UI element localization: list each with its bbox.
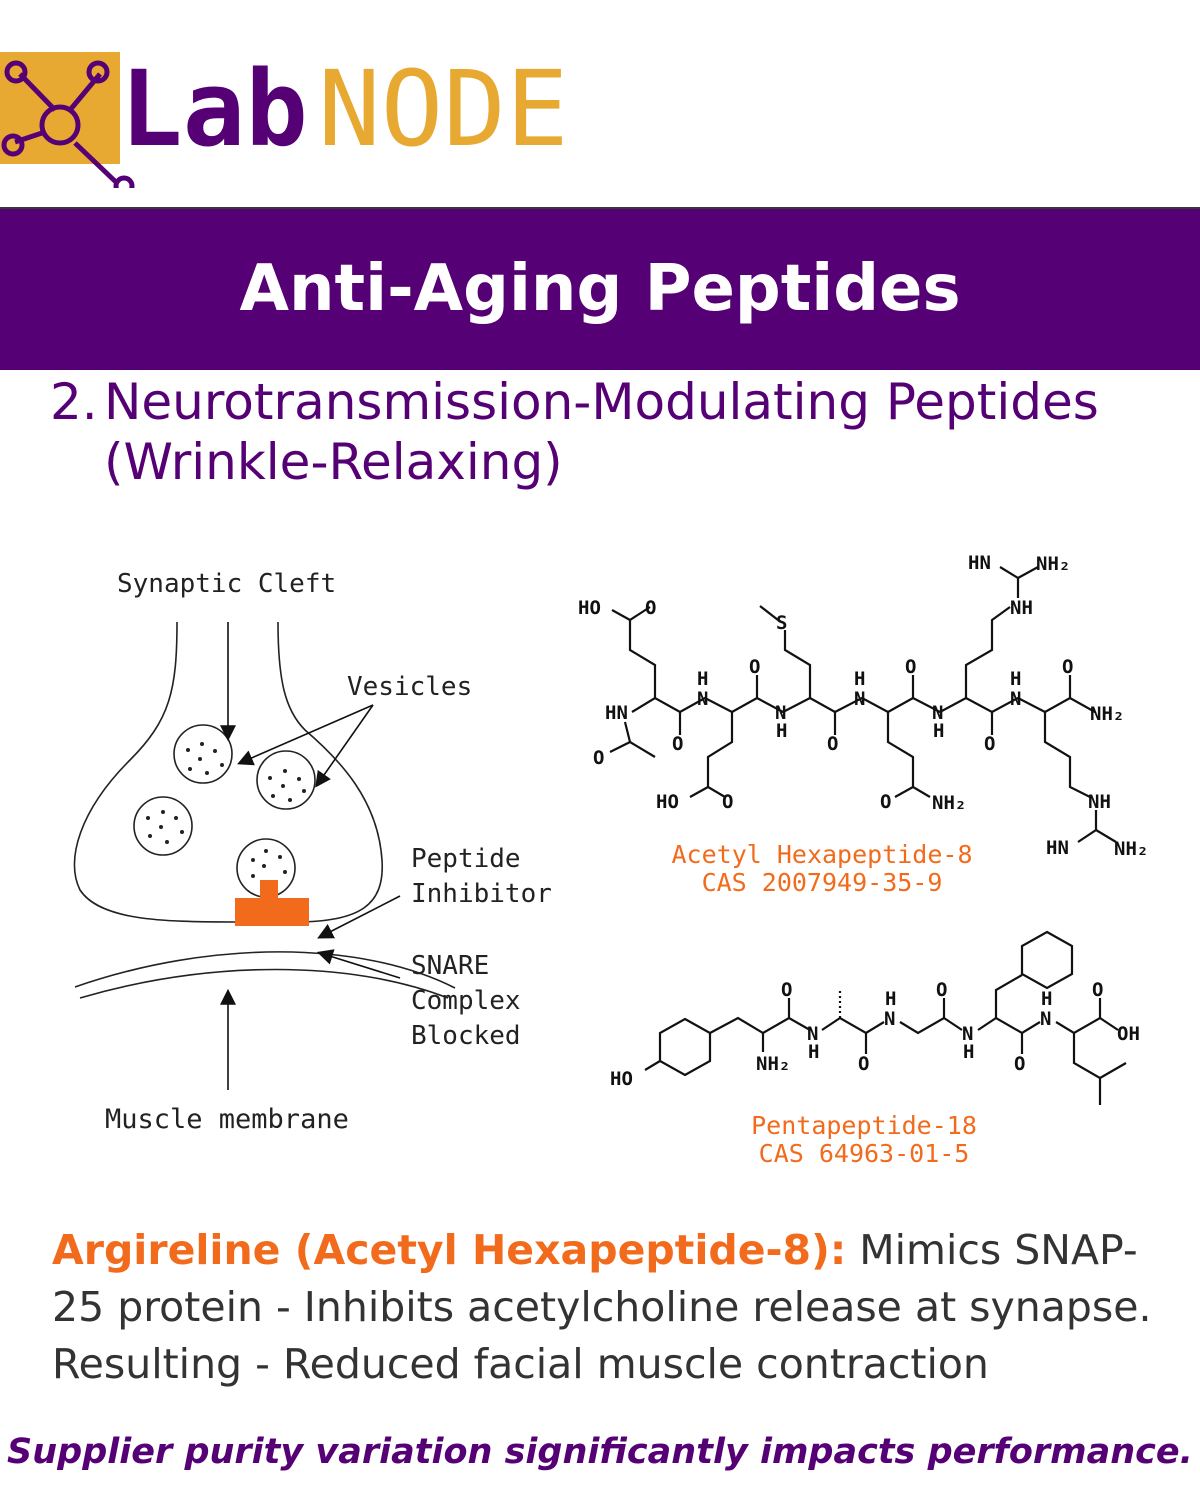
label-peptide-inhibitor: Peptide bbox=[411, 844, 521, 874]
svg-text:H: H bbox=[697, 668, 708, 690]
svg-text:H: H bbox=[885, 988, 896, 1010]
svg-text:HN: HN bbox=[1046, 837, 1069, 859]
svg-text:H: H bbox=[1010, 668, 1021, 690]
svg-text:HO: HO bbox=[578, 597, 601, 619]
svg-text:NH: NH bbox=[1088, 791, 1111, 813]
section-title-line1: Neurotransmission-Modulating Peptides bbox=[104, 373, 1099, 431]
hexapeptide-structure bbox=[609, 566, 1117, 843]
svg-text:NODE: NODE bbox=[318, 48, 568, 170]
svg-text:H: H bbox=[933, 720, 944, 742]
svg-text:NH: NH bbox=[1010, 597, 1033, 619]
svg-text:O: O bbox=[749, 656, 760, 678]
pentapeptide-name: Pentapeptide-18 bbox=[751, 1111, 977, 1140]
svg-text:N: N bbox=[697, 688, 708, 710]
svg-text:Complex: Complex bbox=[411, 986, 521, 1016]
svg-text:Blocked: Blocked bbox=[411, 1021, 521, 1051]
label-synaptic-cleft: Synaptic Cleft bbox=[117, 569, 336, 599]
svg-text:N: N bbox=[962, 1023, 973, 1045]
svg-text:Inhibitor: Inhibitor bbox=[411, 879, 552, 909]
svg-text:O: O bbox=[645, 597, 656, 619]
svg-text:O: O bbox=[593, 747, 604, 769]
labnode-logo: Lab NODE bbox=[0, 48, 620, 197]
label-muscle-membrane: Muscle membrane bbox=[105, 1104, 349, 1135]
svg-text:NH₂: NH₂ bbox=[932, 792, 966, 814]
svg-text:HO: HO bbox=[610, 1068, 633, 1090]
svg-text:N: N bbox=[807, 1023, 818, 1045]
svg-text:HN: HN bbox=[968, 552, 991, 574]
description-highlight: Argireline (Acetyl Hexapeptide-8): bbox=[52, 1226, 847, 1274]
section-title-line2: (Wrinkle-Relaxing) bbox=[104, 433, 563, 491]
page-title: Anti-Aging Peptides bbox=[239, 252, 961, 326]
muscle-membrane-line bbox=[74, 951, 456, 989]
svg-text:O: O bbox=[905, 656, 916, 678]
svg-text:O: O bbox=[1014, 1053, 1025, 1075]
svg-text:N: N bbox=[854, 688, 865, 710]
svg-text:N: N bbox=[932, 702, 943, 724]
svg-text:O: O bbox=[858, 1053, 869, 1075]
svg-text:NH₂: NH₂ bbox=[1036, 553, 1070, 575]
label-vesicles: Vesicles bbox=[347, 672, 472, 702]
svg-text:N: N bbox=[1010, 688, 1021, 710]
svg-text:Lab: Lab bbox=[120, 48, 308, 170]
title-banner: Anti-Aging Peptides bbox=[0, 207, 1200, 370]
hexapeptide-cas: CAS 2007949-35-9 bbox=[702, 868, 943, 897]
svg-text:H: H bbox=[963, 1041, 974, 1063]
label-snare: SNARE bbox=[411, 951, 489, 981]
nerve-terminal bbox=[73, 621, 383, 923]
svg-text:O: O bbox=[722, 791, 733, 813]
pentapeptide-cas: CAS 64963-01-5 bbox=[759, 1139, 970, 1168]
pentapeptide-structure bbox=[644, 930, 1127, 1105]
svg-text:O: O bbox=[1062, 656, 1073, 678]
svg-text:N: N bbox=[775, 702, 786, 724]
svg-text:H: H bbox=[854, 668, 865, 690]
svg-text:N: N bbox=[884, 1008, 895, 1030]
svg-text:O: O bbox=[672, 733, 683, 755]
svg-text:NH₂: NH₂ bbox=[1114, 838, 1148, 860]
synapse-diagram: Synaptic Cleft Vesicles Peptide Inhibito… bbox=[60, 560, 560, 1154]
svg-text:HO: HO bbox=[656, 791, 679, 813]
purity-note: Supplier purity variation significantly … bbox=[7, 1432, 1193, 1472]
svg-text:O: O bbox=[880, 791, 891, 813]
section-number: 2. bbox=[50, 373, 98, 431]
svg-text:H: H bbox=[776, 720, 787, 742]
svg-text:O: O bbox=[984, 733, 995, 755]
svg-text:NH₂: NH₂ bbox=[1090, 703, 1124, 725]
section-heading: 2.Neurotransmission-Modulating Peptides … bbox=[50, 372, 1099, 492]
description: Argireline (Acetyl Hexapeptide-8): Mimic… bbox=[52, 1222, 1172, 1393]
svg-text:H: H bbox=[1041, 988, 1052, 1010]
svg-text:NH₂: NH₂ bbox=[756, 1053, 790, 1075]
svg-text:O: O bbox=[1092, 979, 1103, 1001]
svg-text:O: O bbox=[781, 979, 792, 1001]
svg-text:S: S bbox=[776, 612, 787, 634]
svg-text:H: H bbox=[808, 1041, 819, 1063]
svg-text:HN: HN bbox=[605, 702, 628, 724]
svg-text:N: N bbox=[1040, 1008, 1051, 1030]
svg-text:O: O bbox=[936, 979, 947, 1001]
description-text: Mimics SNAP-25 protein - Inhibits acetyl… bbox=[52, 1226, 1152, 1388]
svg-text:OH: OH bbox=[1117, 1023, 1140, 1045]
svg-text:O: O bbox=[827, 733, 838, 755]
hexapeptide-name: Acetyl Hexapeptide-8 bbox=[671, 840, 972, 869]
peptide-inhibitor-block bbox=[235, 880, 309, 926]
